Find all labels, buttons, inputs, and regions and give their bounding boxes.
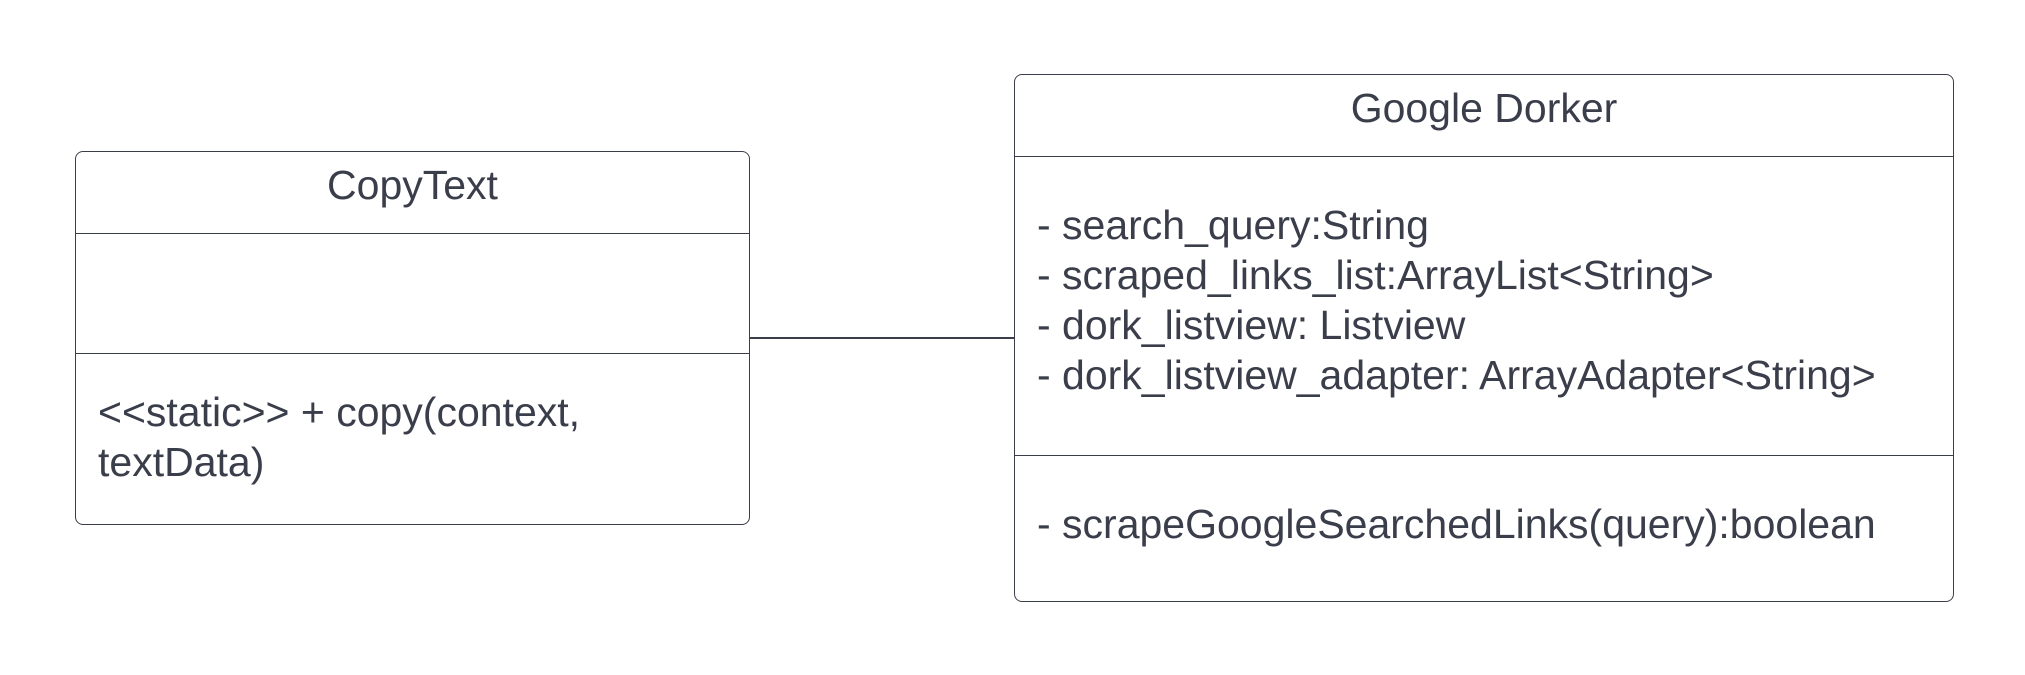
attributes-section-google-dorker: - search_query:String - scraped_links_li… [1015, 156, 1953, 455]
attribute-dork-listview: - dork_listview: Listview [1037, 302, 1466, 348]
class-name-google-dorker: Google Dorker [1350, 85, 1618, 131]
operation-scrape-google-searched-links: - scrapeGoogleSearchedLinks(query):boole… [1037, 501, 1876, 547]
association-line [750, 337, 1014, 339]
operations-section-copytext: <<static>> + copy(context, textData) [76, 353, 749, 487]
attribute-search-query: - search_query:String [1037, 202, 1429, 248]
class-box-google-dorker[interactable]: Google Dorker - search_query:String - sc… [1014, 74, 1954, 602]
attribute-dork-listview-adapter: - dork_listview_adapter: ArrayAdapter<St… [1037, 352, 1876, 398]
operation-copy: <<static>> + copy(context, textData) [98, 389, 581, 485]
class-box-copytext[interactable]: CopyText <<static>> + copy(context, text… [75, 151, 750, 525]
attributes-section-copytext [76, 233, 749, 353]
operations-section-google-dorker: - scrapeGoogleSearchedLinks(query):boole… [1015, 455, 1953, 549]
attribute-scraped-links-list: - scraped_links_list:ArrayList<String> [1037, 252, 1714, 298]
class-name-copytext: CopyText [327, 162, 498, 208]
